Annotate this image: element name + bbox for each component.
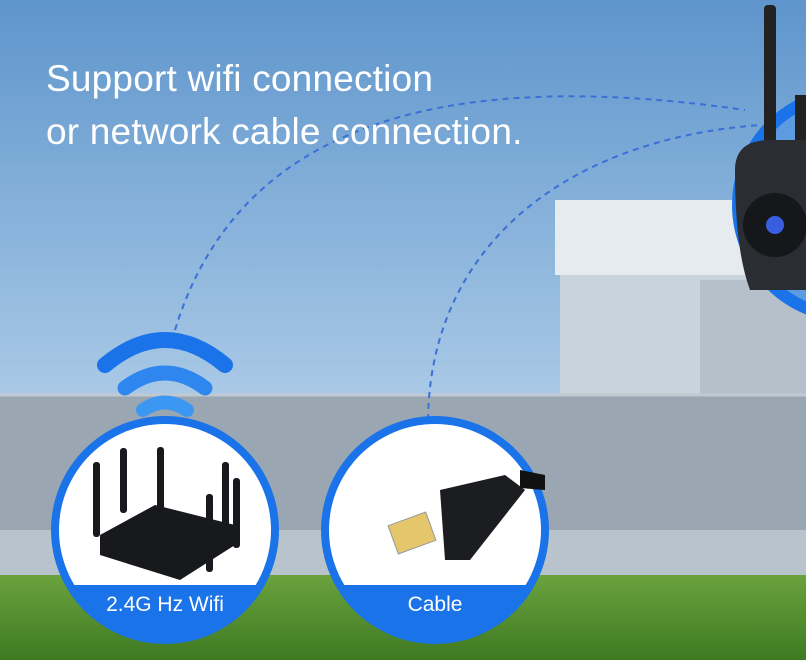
cable-option-label: Cable bbox=[407, 593, 463, 616]
wifi-connection-line bbox=[174, 95, 746, 331]
headline-line-1: Support wifi connection bbox=[46, 58, 434, 99]
wifi-option-label: 2.4G Hz Wifi bbox=[106, 593, 224, 616]
cable-connection-line bbox=[427, 124, 761, 421]
headline: Support wifi connection or network cable… bbox=[46, 52, 523, 158]
camera-icon bbox=[735, 5, 806, 290]
ethernet-cable-icon bbox=[387, 470, 545, 560]
router-icon bbox=[93, 447, 240, 580]
headline-line-2: or network cable connection. bbox=[46, 111, 523, 152]
wifi-signal-icon bbox=[97, 332, 233, 417]
